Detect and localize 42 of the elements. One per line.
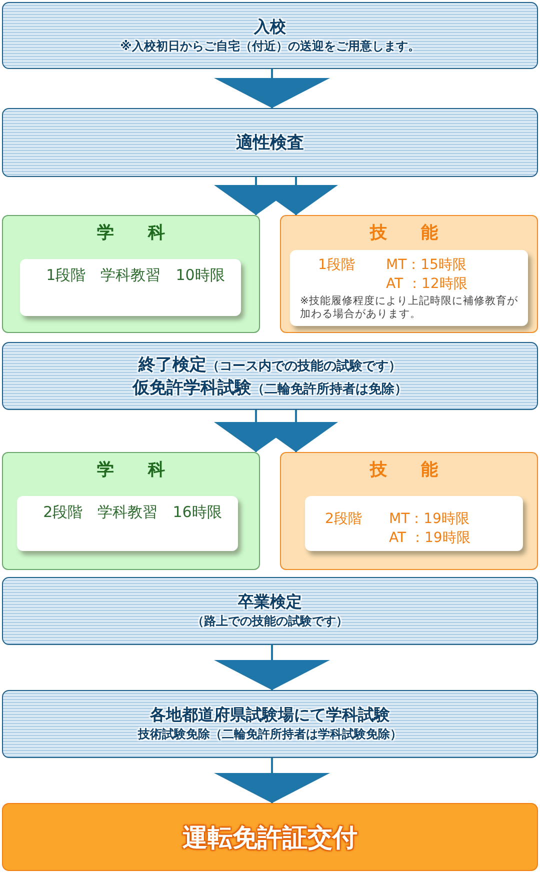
result-box (2, 803, 538, 871)
step-title: 終了検定 (138, 354, 206, 376)
footnote: ※技能履修程度により上記時限に補修教育が加わる場合があります。 (300, 295, 519, 321)
step-title: 各地都道府県試験場にて学科試験 (150, 705, 390, 726)
detail-card (290, 250, 528, 326)
panel-heading: 学 科 (96, 459, 166, 481)
hours-text: MT：19時限 (389, 510, 470, 528)
step-box (2, 690, 538, 758)
step-note: （路上での技能の試験です） (192, 613, 348, 630)
flow-arrow (214, 645, 330, 690)
flow-arrow (214, 758, 330, 803)
step-box (2, 2, 538, 69)
stage-text: 1段階 (318, 256, 355, 274)
step-note: 技術試験免除（二輪免許所持者は学科試験免除） (138, 726, 402, 743)
subject-panel (2, 452, 260, 570)
step-title: 入校 (254, 16, 286, 38)
subject-panel (280, 452, 538, 570)
step-title: 適性検査 (236, 132, 304, 154)
step-box (2, 342, 538, 410)
step-title: 仮免許学科試験 (132, 377, 252, 399)
panel-heading: 技 能 (368, 222, 439, 244)
hours-text: AT ：12時限 (386, 275, 468, 293)
panel-heading: 技 能 (368, 459, 439, 481)
detail-card (305, 496, 523, 551)
step-note: ※入校初日からご自宅（付近）の送迎をご用意します。 (120, 38, 420, 54)
step-note: （コース内での技能の試験です） (206, 358, 402, 375)
hours-text: MT：15時限 (386, 256, 466, 274)
subject-panel (2, 215, 260, 333)
step-box (2, 577, 538, 645)
detail-card (17, 496, 238, 551)
subject-panel (280, 215, 538, 333)
hours-text: AT ：19時限 (389, 529, 470, 547)
panel-heading: 学 科 (96, 222, 166, 244)
step-title: 卒業検定 (238, 592, 302, 613)
result-title: 運転免許証交付 (182, 822, 358, 854)
hours-text: 2段階 学科教習 16時限 (42, 503, 223, 522)
step-note: （二輪免許所持者は免除） (252, 381, 408, 398)
hours-text: 1段階 学科教習 10時限 (45, 266, 226, 285)
flow-arrow (214, 69, 330, 108)
step-box (2, 108, 538, 177)
detail-card (20, 259, 241, 316)
stage-text: 2段階 (325, 510, 362, 528)
